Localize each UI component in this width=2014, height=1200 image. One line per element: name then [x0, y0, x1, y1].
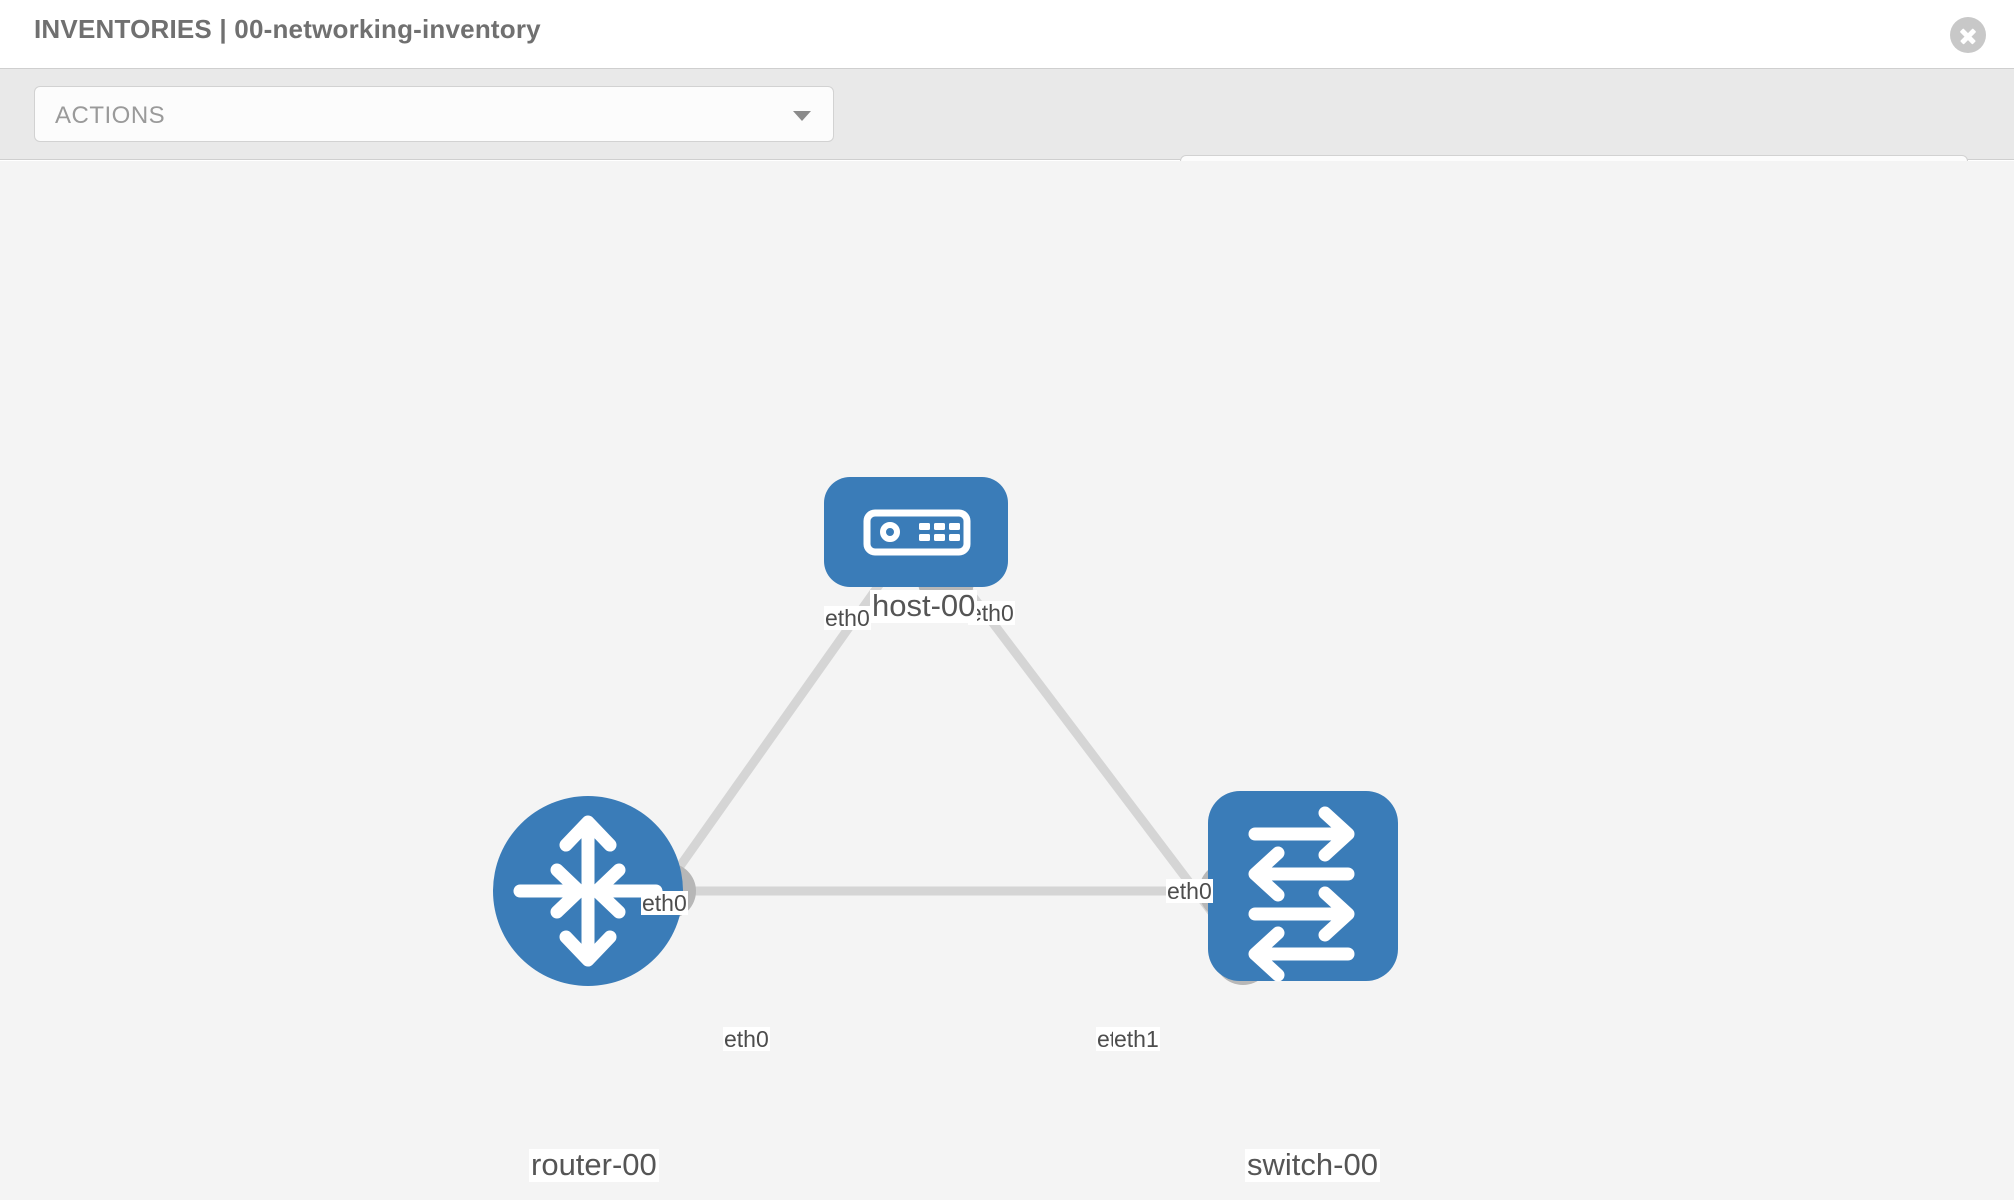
actions-dropdown[interactable]: ACTIONS: [34, 86, 834, 142]
node-label-switch: switch-00: [1245, 1147, 1380, 1182]
toolbar: ACTIONS SEARCH: [0, 68, 2014, 211]
chevron-down-icon: [793, 111, 811, 121]
switch-arrows-icon: [1248, 806, 1355, 982]
topology-graph: [493, 477, 1398, 986]
router-arrows-icon: [513, 815, 663, 967]
close-icon[interactable]: [1950, 17, 1986, 53]
edge-label: eth0: [824, 605, 871, 631]
page-title: INVENTORIES | 00-networking-inventory: [34, 14, 541, 44]
page-header: INVENTORIES | 00-networking-inventory: [0, 0, 2014, 68]
edge-label: eth0: [723, 1026, 770, 1052]
node-host-00: [824, 477, 1008, 587]
node-switch-00: [1208, 791, 1398, 982]
edge-label: eth0: [641, 890, 688, 916]
edge-label: eth1: [1113, 1026, 1160, 1052]
node-router-00: [493, 796, 683, 986]
topology-canvas[interactable]: eth0 eth0 eth0 eth0 eth0 eth eth1 host-0…: [0, 161, 2014, 1200]
server-icon: [863, 509, 971, 556]
actions-dropdown-label: ACTIONS: [55, 102, 166, 129]
node-label-host: host-00: [870, 588, 978, 623]
node-label-router: router-00: [529, 1147, 659, 1182]
edge-label: eth0: [1166, 878, 1213, 904]
